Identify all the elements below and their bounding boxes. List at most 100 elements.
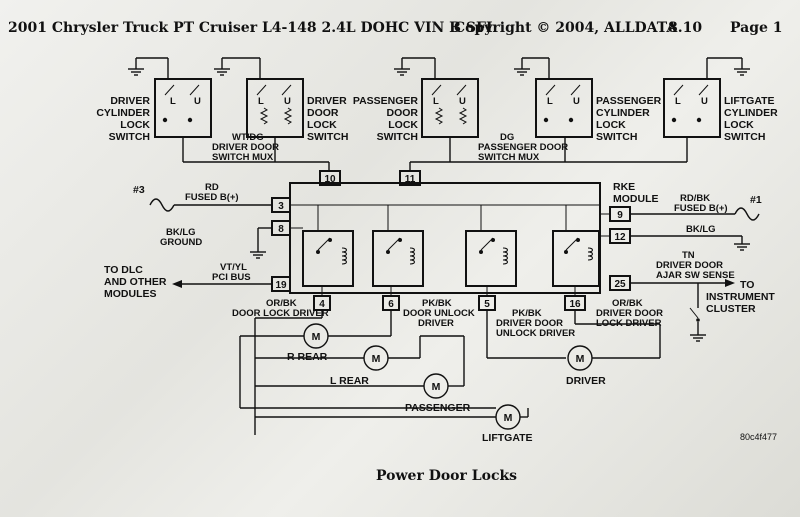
passenger-cylinder-switch-line-4: SWITCH xyxy=(596,131,637,143)
pin-16: 16 xyxy=(569,299,581,310)
dg-wire-desc-1: PASSENGER DOOR xyxy=(478,142,568,153)
driver-door-switch-line-4: SWITCH xyxy=(307,131,348,143)
bk-lg-ground-desc: GROUND xyxy=(160,237,202,248)
motor-symbol: M xyxy=(504,412,513,424)
wt-dg-wire-label: WT/DG xyxy=(232,132,264,143)
driver-door-switch-line-1: DRIVER xyxy=(307,95,347,107)
motor-wiring: OR/BK DOOR LOCK DRIVER PK/BK DOOR UNLOCK… xyxy=(232,298,663,444)
driver-door-switch-line-2: DOOR xyxy=(307,107,339,119)
motor-symbol: M xyxy=(576,353,585,365)
l-rear-motor-label: L REAR xyxy=(330,375,369,387)
pin-19: 19 xyxy=(275,280,287,291)
rd-wire-label: RD xyxy=(205,182,219,193)
liftgate-cylinder-switch-line-3: LOCK xyxy=(724,119,754,131)
dg-wire-label: DG xyxy=(500,132,514,143)
relay-door-unlock xyxy=(372,230,424,287)
left-side-wiring: #3 RD FUSED B(+) BK/LG GROUND VT/YL PCI … xyxy=(104,182,272,300)
figure-code: 80c4f477 xyxy=(740,432,777,442)
pin-4: 4 xyxy=(319,299,325,310)
vt-yl-wire-label: VT/YL xyxy=(220,262,247,273)
cluster-destination-line-3: CLUSTER xyxy=(706,303,756,315)
wt-dg-wire-desc-1: DRIVER DOOR xyxy=(212,142,279,153)
pin-3: 3 xyxy=(278,201,284,212)
switch-mux-wiring: WT/DG DRIVER DOOR SWITCH MUX DG PASSENGE… xyxy=(183,132,687,171)
figure-caption: Power Door Locks xyxy=(376,468,518,484)
passenger-cylinder-lock-switch: PASSENGER CYLINDER LOCK SWITCH L U xyxy=(514,57,662,162)
liftgate-cylinder-lock-switch: LIFTGATE CYLINDER LOCK SWITCH L U xyxy=(663,57,778,162)
bk-lg-right-label: BK/LG xyxy=(686,224,716,235)
pk-bk-left-wire-desc-2: DRIVER xyxy=(418,318,454,329)
version-number: 8.10 xyxy=(668,20,703,36)
module-name-line-1: RKE xyxy=(613,181,635,193)
passenger-cylinder-switch-line-1: PASSENGER xyxy=(596,95,662,107)
pk-bk-left-wire-label: PK/BK xyxy=(422,298,452,309)
contact-unlock-label: U xyxy=(284,96,291,107)
tn-wire-label: TN xyxy=(682,250,695,261)
contact-unlock-label: U xyxy=(701,96,708,107)
dlc-destination-line-2: AND OTHER xyxy=(104,276,167,288)
contact-unlock-label: U xyxy=(194,96,201,107)
module-name-line-2: MODULE xyxy=(613,193,659,205)
wt-dg-wire-desc-2: SWITCH MUX xyxy=(212,152,274,163)
pin-9: 9 xyxy=(617,210,623,221)
or-bk-right-wire-desc-2: LOCK DRIVER xyxy=(596,318,662,329)
motor-symbol: M xyxy=(372,353,381,365)
rd-bk-wire-label: RD/BK xyxy=(680,193,710,204)
passenger-cylinder-switch-line-3: LOCK xyxy=(596,119,626,131)
passenger-door-switch-line-2: DOOR xyxy=(387,107,419,119)
relay-driver-door-unlock xyxy=(465,230,517,287)
pk-bk-right-wire-desc-2: UNLOCK DRIVER xyxy=(496,328,575,339)
pin-11: 11 xyxy=(405,174,416,185)
tn-wire-desc-1: DRIVER DOOR xyxy=(656,260,723,271)
or-bk-left-wire-desc: DOOR LOCK DRIVER xyxy=(232,308,329,319)
liftgate-cylinder-switch-line-4: SWITCH xyxy=(724,131,765,143)
r-rear-motor-label: R REAR xyxy=(287,351,328,363)
bk-lg-ground-label: BK/LG xyxy=(166,227,196,238)
pk-bk-left-wire-desc-1: DOOR UNLOCK xyxy=(403,308,475,319)
driver-cylinder-switch-line-2: CYLINDER xyxy=(96,107,150,119)
copyright-notice: Copyright © 2004, ALLDATA xyxy=(454,20,678,36)
pin-5: 5 xyxy=(484,299,490,310)
passenger-cylinder-switch-line-2: CYLINDER xyxy=(596,107,650,119)
or-bk-right-wire-label: OR/BK xyxy=(612,298,643,309)
contact-unlock-label: U xyxy=(573,96,580,107)
relay-door-lock xyxy=(302,230,354,287)
rke-module: RKE MODULE 10 11 3 8 19 9 12 25 4 xyxy=(271,170,659,311)
contact-lock-label: L xyxy=(170,96,176,107)
contact-lock-label: L xyxy=(547,96,553,107)
pin-25: 25 xyxy=(614,279,626,290)
passenger-door-switch-line-3: LOCK xyxy=(388,119,418,131)
liftgate-cylinder-switch-line-2: CYLINDER xyxy=(724,107,778,119)
relay-driver-door-lock xyxy=(552,230,600,287)
driver-cylinder-switch-line-1: DRIVER xyxy=(110,95,150,107)
dlc-destination-line-3: MODULES xyxy=(104,288,157,300)
passenger-door-switch-line-1: PASSENGER xyxy=(353,95,419,107)
motor-symbol: M xyxy=(432,381,441,393)
driver-door-lock-switch: DRIVER DOOR LOCK SWITCH L U xyxy=(214,57,348,162)
pin-12: 12 xyxy=(614,232,626,243)
passenger-motor-label: PASSENGER xyxy=(405,402,471,414)
tn-wire-desc-2: AJAR SW SENSE xyxy=(656,270,735,281)
driver-motor-label: DRIVER xyxy=(566,375,606,387)
driver-door-switch-line-3: LOCK xyxy=(307,119,337,131)
or-bk-right-wire-desc-1: DRIVER DOOR xyxy=(596,308,663,319)
driver-cylinder-lock-switch: DRIVER CYLINDER LOCK SWITCH L U xyxy=(96,57,212,162)
passenger-door-switch-line-4: SWITCH xyxy=(377,131,418,143)
pk-bk-right-wire-label: PK/BK xyxy=(512,308,542,319)
contact-lock-label: L xyxy=(258,96,264,107)
pin-10: 10 xyxy=(324,174,336,185)
contact-lock-label: L xyxy=(675,96,681,107)
page-number: Page 1 xyxy=(730,20,783,36)
right-side-wiring: #1 RD/BK FUSED B(+) BK/LG TN DRIVER DOOR… xyxy=(630,193,775,342)
or-bk-left-wire-label: OR/BK xyxy=(266,298,297,309)
pin-8: 8 xyxy=(278,224,284,235)
vt-yl-wire-desc: PCI BUS xyxy=(212,272,251,283)
driver-cylinder-switch-line-4: SWITCH xyxy=(109,131,150,143)
cluster-destination-line-1: TO xyxy=(740,279,754,291)
motor-symbol: M xyxy=(312,331,321,343)
liftgate-motor-label: LIFTGATE xyxy=(482,432,533,444)
dlc-destination-line-1: TO DLC xyxy=(104,264,143,276)
pin-6: 6 xyxy=(388,299,394,310)
liftgate-cylinder-switch-line-1: LIFTGATE xyxy=(724,95,775,107)
